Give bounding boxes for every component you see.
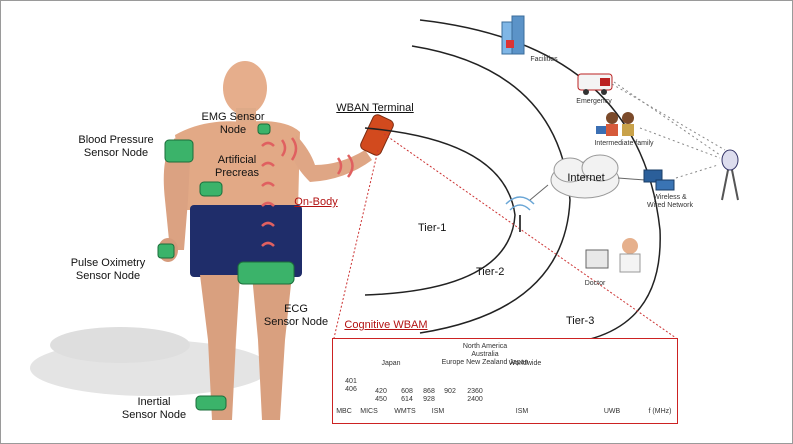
bp-line-2: Sensor Node bbox=[83, 147, 149, 159]
po-line-1: Pulse Oximetry bbox=[70, 257, 146, 269]
ap-line-2: Precreas bbox=[214, 167, 260, 179]
tier-1-arc bbox=[364, 127, 516, 296]
internet-label: Internet bbox=[567, 172, 605, 184]
band-label-mbc: MBC bbox=[336, 408, 352, 415]
left-leg bbox=[200, 275, 240, 420]
right-arm bbox=[294, 135, 372, 182]
freq-label-401: 401 406 bbox=[345, 378, 357, 393]
facilities-label: Facilities bbox=[530, 56, 558, 63]
freq-label-3100: 3100 bbox=[569, 380, 585, 387]
pancreas-sensor bbox=[199, 181, 223, 197]
spectrum-region-label: North America Australia Europe New Zeala… bbox=[440, 343, 530, 367]
tier-1-label: Tier-1 bbox=[418, 222, 447, 234]
freq-label-2360: 2360 2400 bbox=[467, 388, 483, 403]
emg-sensor bbox=[257, 123, 271, 135]
pulse-oximetry-label: Pulse Oximetry Sensor Node bbox=[60, 257, 156, 283]
wireless-network-label: Wireless & Wired Network bbox=[640, 194, 700, 210]
tier-3-label: Tier-3 bbox=[566, 315, 595, 327]
right-leg bbox=[252, 275, 292, 420]
network-computers-icon bbox=[643, 169, 675, 191]
pulse-oximetry-sensor bbox=[157, 243, 175, 259]
access-point-icon bbox=[505, 196, 535, 232]
blood-pressure-label: Blood Pressure Sensor Node bbox=[68, 134, 164, 160]
band-label-ism-1: ISM bbox=[431, 408, 445, 415]
emg-line-2: Node bbox=[219, 124, 247, 136]
inertial-line-1: Inertial bbox=[137, 396, 171, 408]
freq-label-608: 608 614 bbox=[401, 388, 413, 403]
po-line-2: Sensor Node bbox=[75, 270, 141, 282]
on-body-signal-arcs bbox=[261, 137, 354, 247]
wireless-line-1: Wireless & bbox=[653, 194, 687, 201]
facilities-building-icon bbox=[501, 15, 525, 55]
floor-shadow-2 bbox=[50, 327, 190, 363]
ecg-line-2: Sensor Node bbox=[263, 316, 329, 328]
blood-pressure-sensor bbox=[164, 139, 194, 163]
freq-label-2400: 2400 2483 bbox=[515, 378, 531, 393]
spectrum-worldwide-label: Worldwide bbox=[508, 360, 542, 367]
spectrum-japan-label: Japan bbox=[381, 360, 401, 367]
axis-unit-label: f (MHz) bbox=[648, 408, 672, 415]
freq-label-902: 902 bbox=[444, 388, 456, 395]
freq-label-420: 420 450 bbox=[375, 388, 387, 403]
shorts bbox=[190, 205, 302, 277]
left-arm bbox=[163, 138, 190, 250]
doctor-label: Doctor bbox=[584, 280, 606, 287]
ecg-sensor bbox=[237, 261, 295, 285]
on-body-label: On-Body bbox=[294, 196, 338, 208]
zoom-line-left bbox=[333, 149, 379, 339]
inertial-sensor-label: Inertial Sensor Node bbox=[114, 396, 194, 422]
ap-line-1: Artificial bbox=[217, 154, 257, 166]
region-europe: Europe New Zealand Japan bbox=[441, 359, 529, 366]
family-icon bbox=[596, 112, 634, 136]
band-label-mics: MICS bbox=[360, 408, 378, 415]
region-north-america: North America bbox=[462, 343, 508, 350]
region-australia: Australia bbox=[471, 351, 499, 358]
emg-sensor-label: EMG Sensor Node bbox=[198, 111, 268, 137]
ambulance-icon bbox=[577, 73, 613, 95]
tower-links bbox=[611, 81, 726, 179]
bp-line-1: Blood Pressure bbox=[78, 134, 154, 146]
wireless-line-2: Wired Network bbox=[647, 202, 693, 209]
inertial-sensor bbox=[195, 395, 227, 411]
tier-2-arc bbox=[411, 45, 571, 334]
emg-line-1: EMG Sensor bbox=[201, 111, 265, 123]
spectrum-box bbox=[332, 338, 678, 424]
freq-label-868: 868 928 bbox=[423, 388, 435, 403]
internet-cloud-icon bbox=[550, 154, 620, 199]
inertial-line-2: Sensor Node bbox=[121, 409, 187, 421]
family-label: Intermediate family bbox=[594, 140, 654, 147]
ecg-sensor-label: ECG Sensor Node bbox=[258, 303, 334, 329]
freq-label-10600: 10600 bbox=[632, 380, 652, 387]
cognitive-wbam-label: Cognitive WBAM bbox=[344, 319, 428, 331]
head bbox=[223, 61, 267, 115]
cell-tower-icon bbox=[721, 149, 739, 201]
band-label-wmts: WMTS bbox=[394, 408, 416, 415]
doctor-icon bbox=[585, 238, 641, 273]
wban-terminal-device bbox=[360, 114, 394, 156]
tier-3-outer-arc bbox=[419, 19, 661, 346]
ecg-line-1: ECG bbox=[284, 303, 308, 315]
band-label-ism-2: ISM bbox=[515, 408, 529, 415]
cloud-links bbox=[529, 177, 646, 201]
artificial-pancreas-label: Artificial Precreas bbox=[204, 154, 270, 180]
zoom-line-right bbox=[383, 133, 677, 339]
tier-2-label: Tier-2 bbox=[476, 266, 505, 278]
band-label-uwb: UWB bbox=[603, 408, 621, 415]
human-figure bbox=[158, 61, 372, 420]
emergency-label: Emergency bbox=[576, 98, 612, 105]
tier-arcs bbox=[364, 45, 571, 334]
wban-terminal-label: WBAN Terminal bbox=[336, 102, 414, 114]
